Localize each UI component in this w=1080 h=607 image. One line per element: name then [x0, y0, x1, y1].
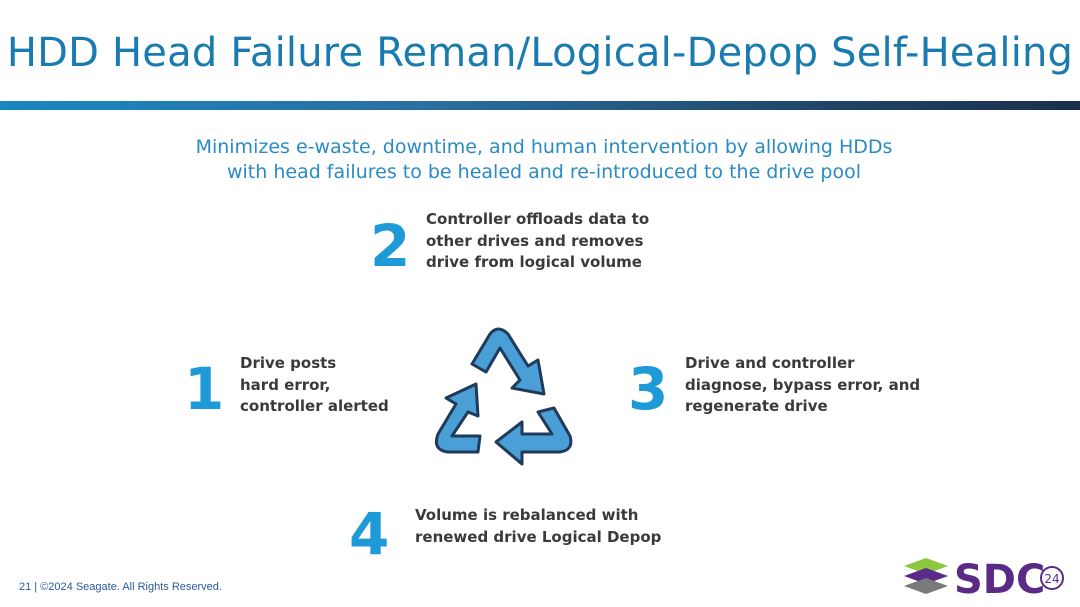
slide-title: HDD Head Failure Reman/Logical-Depop Sel…	[6, 30, 1074, 76]
logo-badge-text: 24	[1044, 572, 1059, 586]
step-3-line-2: diagnose, bypass error, and	[685, 375, 921, 394]
step-3-line-1: Drive and controller	[685, 354, 855, 372]
step-3-number: 3	[628, 355, 669, 423]
layer-stack-icon	[904, 558, 948, 594]
subtitle-line-1: Minimizes e-waste, downtime, and human i…	[195, 136, 893, 158]
step-2-text: Controller offloads data to other drives…	[426, 209, 649, 274]
step-1-line-2: hard error,	[240, 375, 331, 394]
step-1-line-3: controller alerted	[240, 397, 389, 415]
step-4-line-1: Volume is rebalanced with	[415, 506, 639, 524]
step-1-number: 1	[184, 355, 225, 423]
step-2-line-3: drive from logical volume	[426, 253, 642, 271]
step-2-line-1: Controller offloads data to	[426, 210, 650, 228]
logo-text: SDC	[954, 557, 1045, 598]
step-2-number: 2	[370, 212, 411, 280]
step-4-text: Volume is rebalanced with renewed drive …	[415, 505, 661, 548]
slide-subtitle: Minimizes e-waste, downtime, and human i…	[0, 135, 1080, 185]
logo-badge-circle	[1040, 566, 1064, 590]
step-1-line-1: Drive posts	[240, 354, 337, 372]
step-2-line-2: other drives and removes	[426, 231, 644, 250]
subtitle-line-2: with head failures to be healed and re-i…	[226, 161, 862, 183]
footer-copyright: 21 | ©2024 Seagate. All Rights Reserved.	[19, 581, 222, 593]
recycle-icon	[434, 327, 573, 466]
sdc-logo: SDC 24	[904, 557, 1064, 598]
step-1-text: Drive posts hard error, controller alert…	[240, 353, 389, 418]
step-4-number: 4	[349, 500, 390, 568]
step-4-line-2: renewed drive Logical Depop	[415, 527, 662, 546]
title-divider-bar	[0, 101, 1080, 110]
step-3-line-3: regenerate drive	[685, 397, 828, 415]
step-3-text: Drive and controller diagnose, bypass er…	[685, 353, 920, 418]
